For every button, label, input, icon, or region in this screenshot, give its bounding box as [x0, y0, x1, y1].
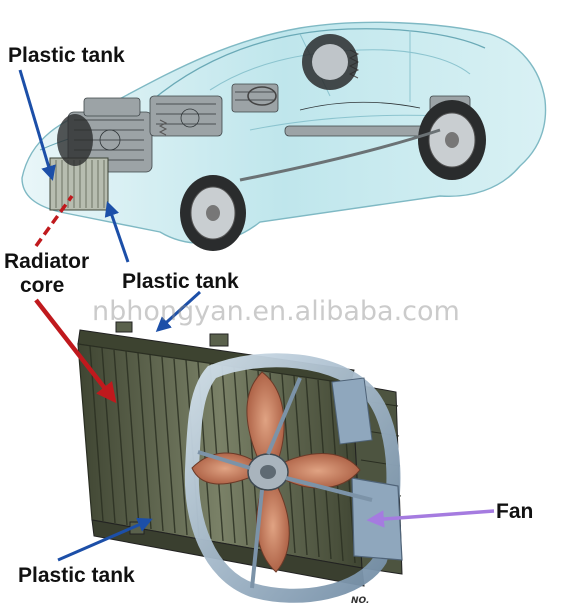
- label-plastic-tank-bottom: Plastic tank: [18, 564, 135, 587]
- watermark-text: nbhongyan.en.alibaba.com: [92, 296, 460, 327]
- label-core: core: [20, 274, 65, 297]
- arrow-plastic-tank-bottom: [57, 517, 153, 562]
- arrow-plastic-tank-top: [18, 69, 56, 181]
- label-fan: Fan: [496, 500, 534, 523]
- label-radiator: Radiator: [4, 250, 90, 273]
- arrow-radiator-core-car: [34, 194, 74, 248]
- arrow-fan: [366, 509, 495, 528]
- car-wheels: [57, 34, 486, 251]
- label-plastic-tank-top: Plastic tank: [8, 44, 125, 67]
- arrow-plastic-tank-middle-lower: [155, 290, 202, 333]
- corner-mark: NO.: [351, 596, 370, 606]
- label-plastic-tank-middle: Plastic tank: [122, 270, 239, 293]
- arrow-plastic-tank-middle: [104, 201, 130, 263]
- callout-arrows: [18, 69, 495, 562]
- arrow-radiator-core: [34, 298, 117, 404]
- car-illustration: [21, 21, 547, 251]
